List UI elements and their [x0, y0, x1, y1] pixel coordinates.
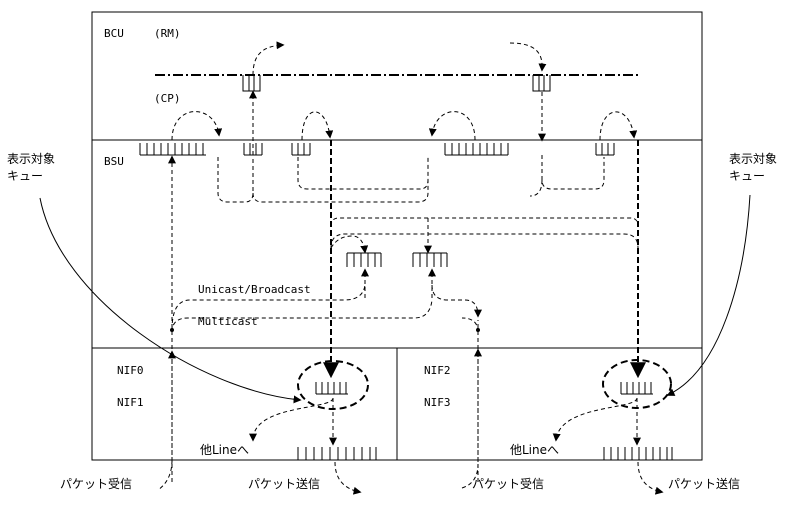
other-line-left-label: 他Lineへ [200, 443, 250, 457]
queue-icons [139, 75, 673, 461]
display-target-queue-right-line2: キュー [729, 169, 766, 183]
display-target-queue-left-line2: キュー [7, 169, 44, 183]
cp-label: (CP) [154, 92, 181, 105]
packet-receive-left-label: パケット受信 [60, 477, 133, 491]
nif2-label: NIF2 [424, 364, 451, 377]
packet-receive-right-label: パケット受信 [472, 477, 545, 491]
bold-flow-arrows [323, 140, 646, 379]
junction-dot-right [476, 328, 480, 332]
pointer-left [39, 197, 302, 404]
rm-label: (RM) [154, 27, 181, 40]
junction-dot-left [170, 328, 174, 332]
display-target-queue-left-line1: 表示対象 [7, 152, 56, 166]
nif3-label: NIF3 [424, 396, 451, 409]
other-line-right-label: 他Lineへ [510, 443, 560, 457]
bcu-label: BCU [104, 27, 124, 40]
flow-arrows [157, 41, 664, 495]
packet-send-right-label: パケット送信 [668, 477, 741, 491]
display-target-queue-right-line1: 表示対象 [729, 152, 778, 166]
pointer-right [666, 194, 751, 396]
unicast-broadcast-label: Unicast/Broadcast [198, 283, 311, 296]
multicast-label: Multicast [198, 315, 258, 328]
nif1-label: NIF1 [117, 396, 144, 409]
nif0-label: NIF0 [117, 364, 144, 377]
packet-send-left-label: パケット送信 [248, 477, 321, 491]
bsu-label: BSU [104, 155, 124, 168]
